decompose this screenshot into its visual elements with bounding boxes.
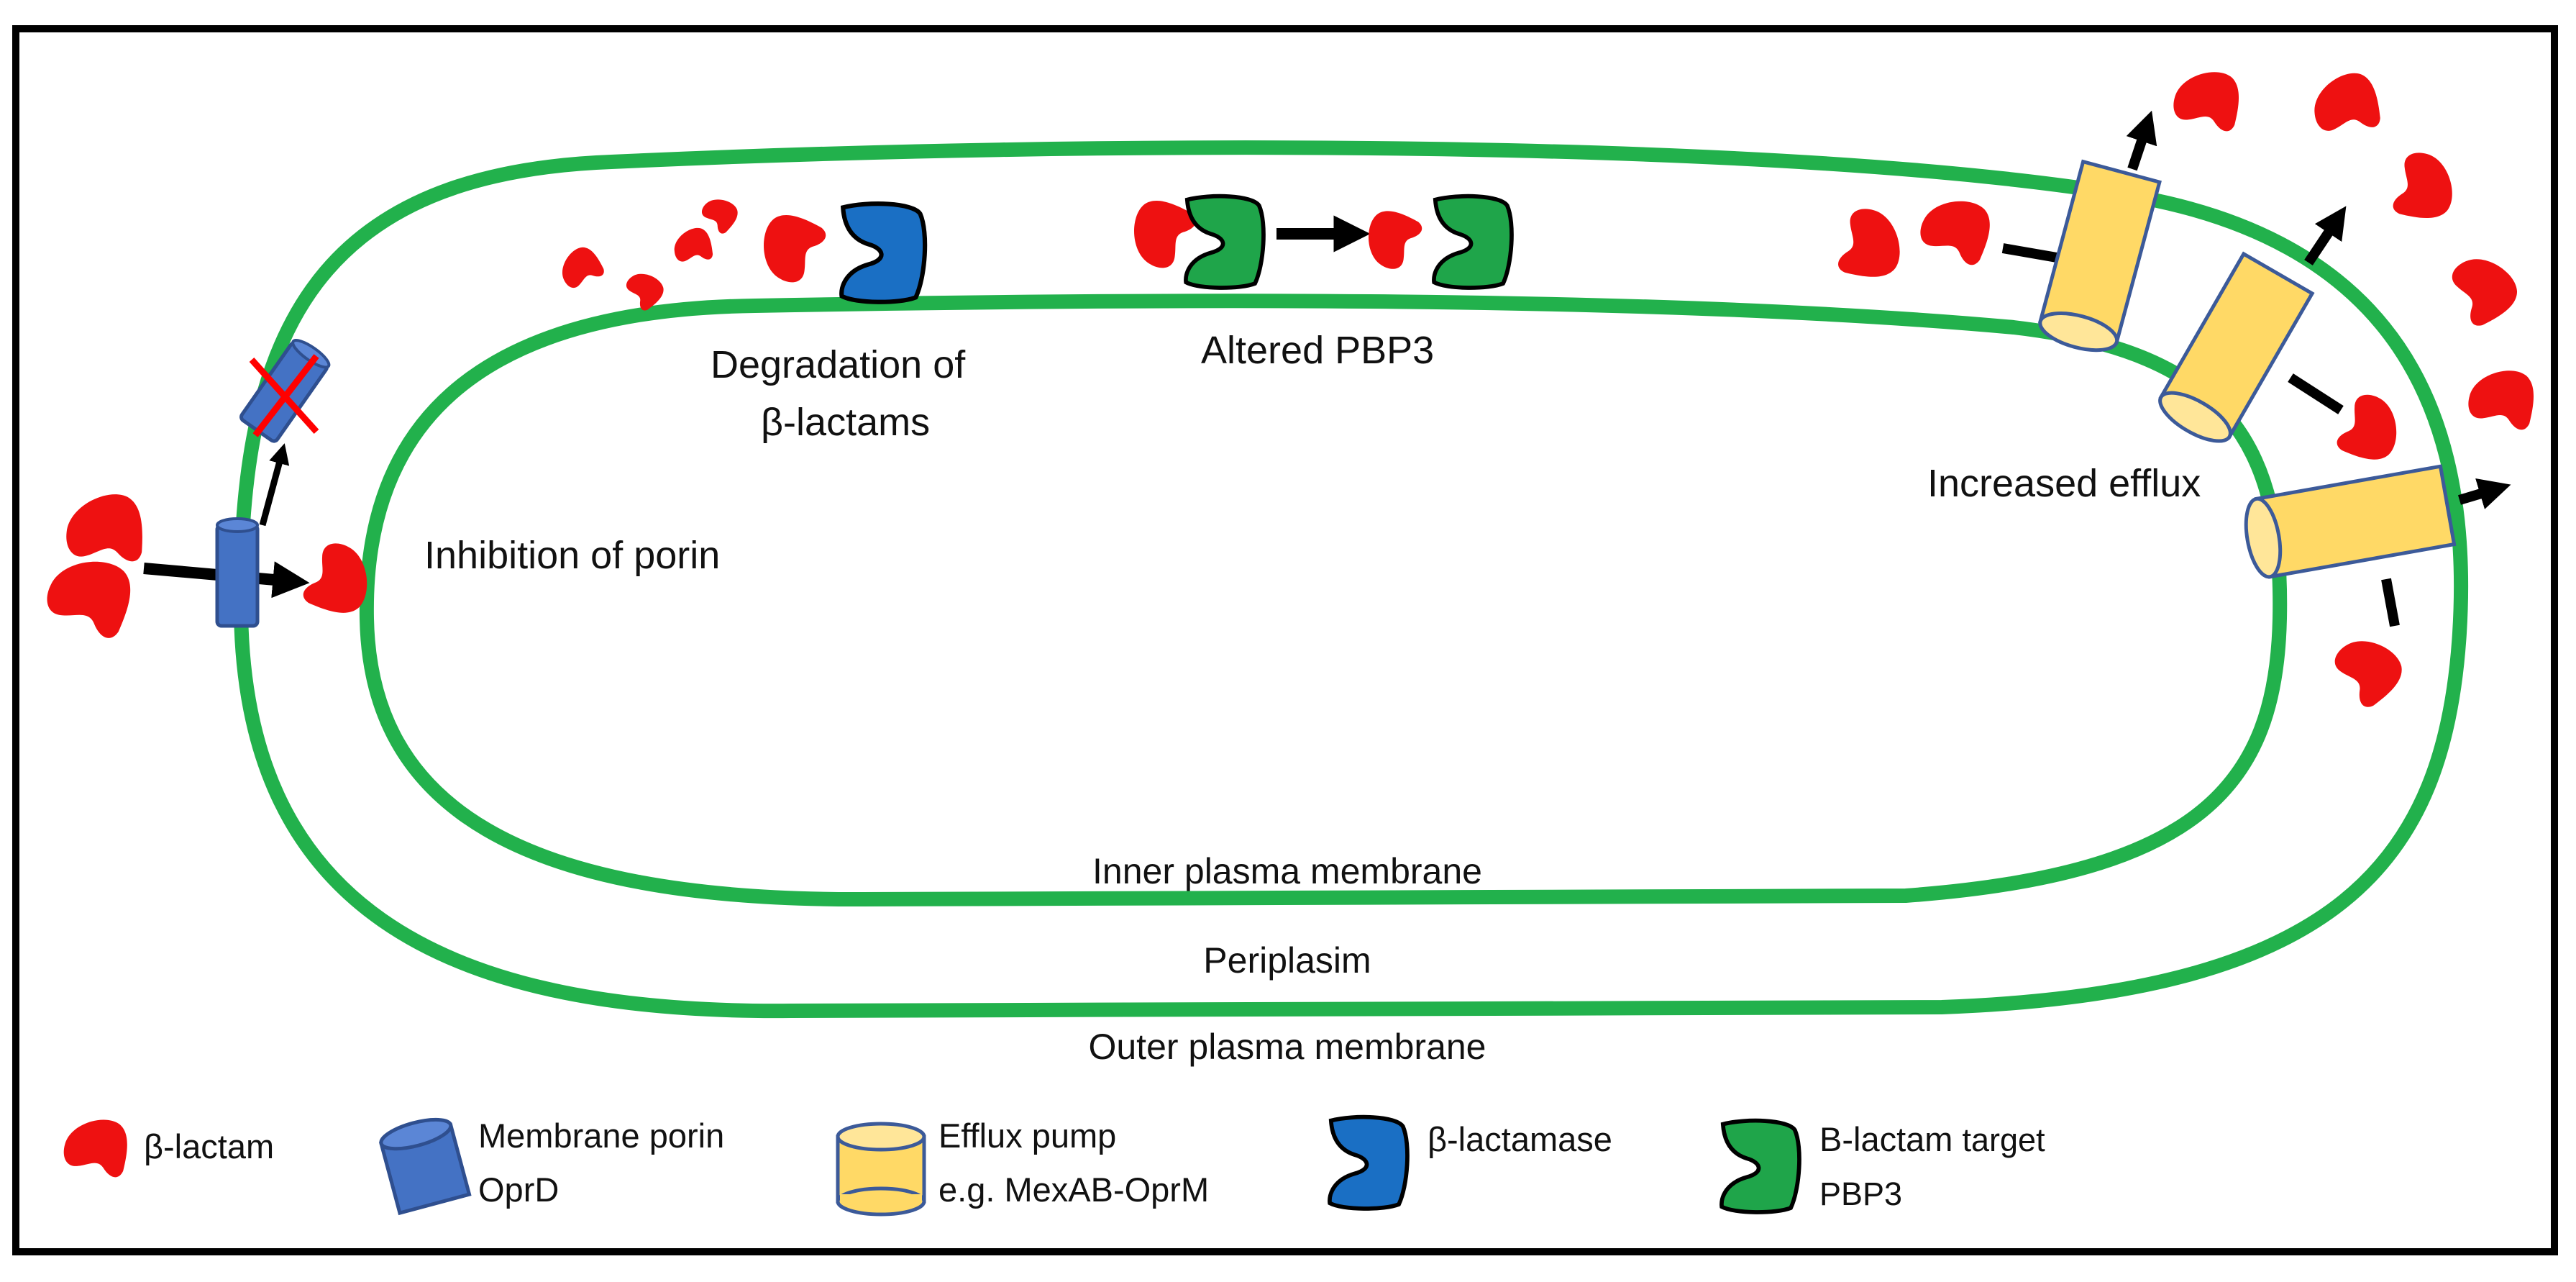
efflux-mechanism bbox=[1822, 63, 2546, 715]
legend-efflux-label-line1: Efflux pump bbox=[938, 1117, 1116, 1155]
label-altered-pbp3: Altered PBP3 bbox=[1201, 329, 1434, 372]
legend-item-beta-lactamase: β-lactamase bbox=[1330, 1117, 1612, 1209]
legend-item-beta-lactam: β-lactam bbox=[55, 1111, 274, 1192]
legend-beta-lactam-label: β-lactam bbox=[144, 1127, 274, 1165]
porin-icon bbox=[215, 517, 260, 628]
label-increased-efflux: Increased efflux bbox=[1927, 462, 2201, 505]
label-inhibition-of-porin: Inhibition of porin bbox=[424, 534, 720, 577]
legend-pbp3-label-a: Β-lactam bbox=[1819, 1120, 1952, 1158]
label-inner-membrane: Inner plasma membrane bbox=[1092, 851, 1482, 891]
legend-porin-label-line1: Membrane porin bbox=[478, 1117, 724, 1155]
legend-efflux-label-line2: e.g. MexAB-OprM bbox=[938, 1170, 1209, 1209]
porin-mechanism bbox=[41, 339, 373, 648]
arrow-icon bbox=[259, 443, 290, 527]
inhibitor-line bbox=[2288, 373, 2344, 414]
legend-pbp3-label-line2: PBP3 bbox=[1819, 1176, 1902, 1212]
label-degradation-line1: Degradation of bbox=[711, 343, 966, 386]
label-degradation-line2: β-lactams bbox=[761, 401, 930, 444]
inhibit-cross-icon bbox=[249, 354, 319, 437]
porin-icon bbox=[378, 1117, 472, 1216]
efflux-pump-icon bbox=[2244, 464, 2457, 579]
altered-pbp3-mechanism bbox=[1131, 196, 1512, 288]
efflux-pump-icon bbox=[2158, 251, 2315, 443]
legend: β-lactam Membrane porin OprD Efflux pump… bbox=[55, 1111, 2045, 1217]
legend-item-efflux: Efflux pump e.g. MexAB-OprM bbox=[836, 1117, 1209, 1217]
legend-item-pbp3: Β-lactam target PBP3 bbox=[1722, 1120, 2045, 1212]
inner-plasma-membrane bbox=[359, 294, 2288, 907]
legend-pbp3-label-b: target bbox=[1963, 1122, 2046, 1158]
legend-beta-lactamase-label: β-lactamase bbox=[1428, 1120, 1612, 1158]
label-outer-membrane: Outer plasma membrane bbox=[1088, 1027, 1486, 1067]
arrow-icon bbox=[2304, 206, 2347, 265]
legend-pbp3-label-line1: Β-lactam target bbox=[1819, 1120, 2045, 1158]
inhibitor-line bbox=[2381, 578, 2400, 627]
efflux-pump-icon bbox=[836, 1122, 926, 1217]
inhibitor-line bbox=[2001, 243, 2058, 263]
legend-porin-label-line2: OprD bbox=[478, 1170, 559, 1209]
arrow-icon bbox=[2126, 110, 2157, 171]
label-periplasm: Periplasim bbox=[1203, 940, 1371, 981]
efflux-pump-icon bbox=[2038, 159, 2162, 353]
legend-item-porin: Membrane porin OprD bbox=[378, 1117, 724, 1216]
arrow-icon bbox=[2457, 478, 2511, 509]
